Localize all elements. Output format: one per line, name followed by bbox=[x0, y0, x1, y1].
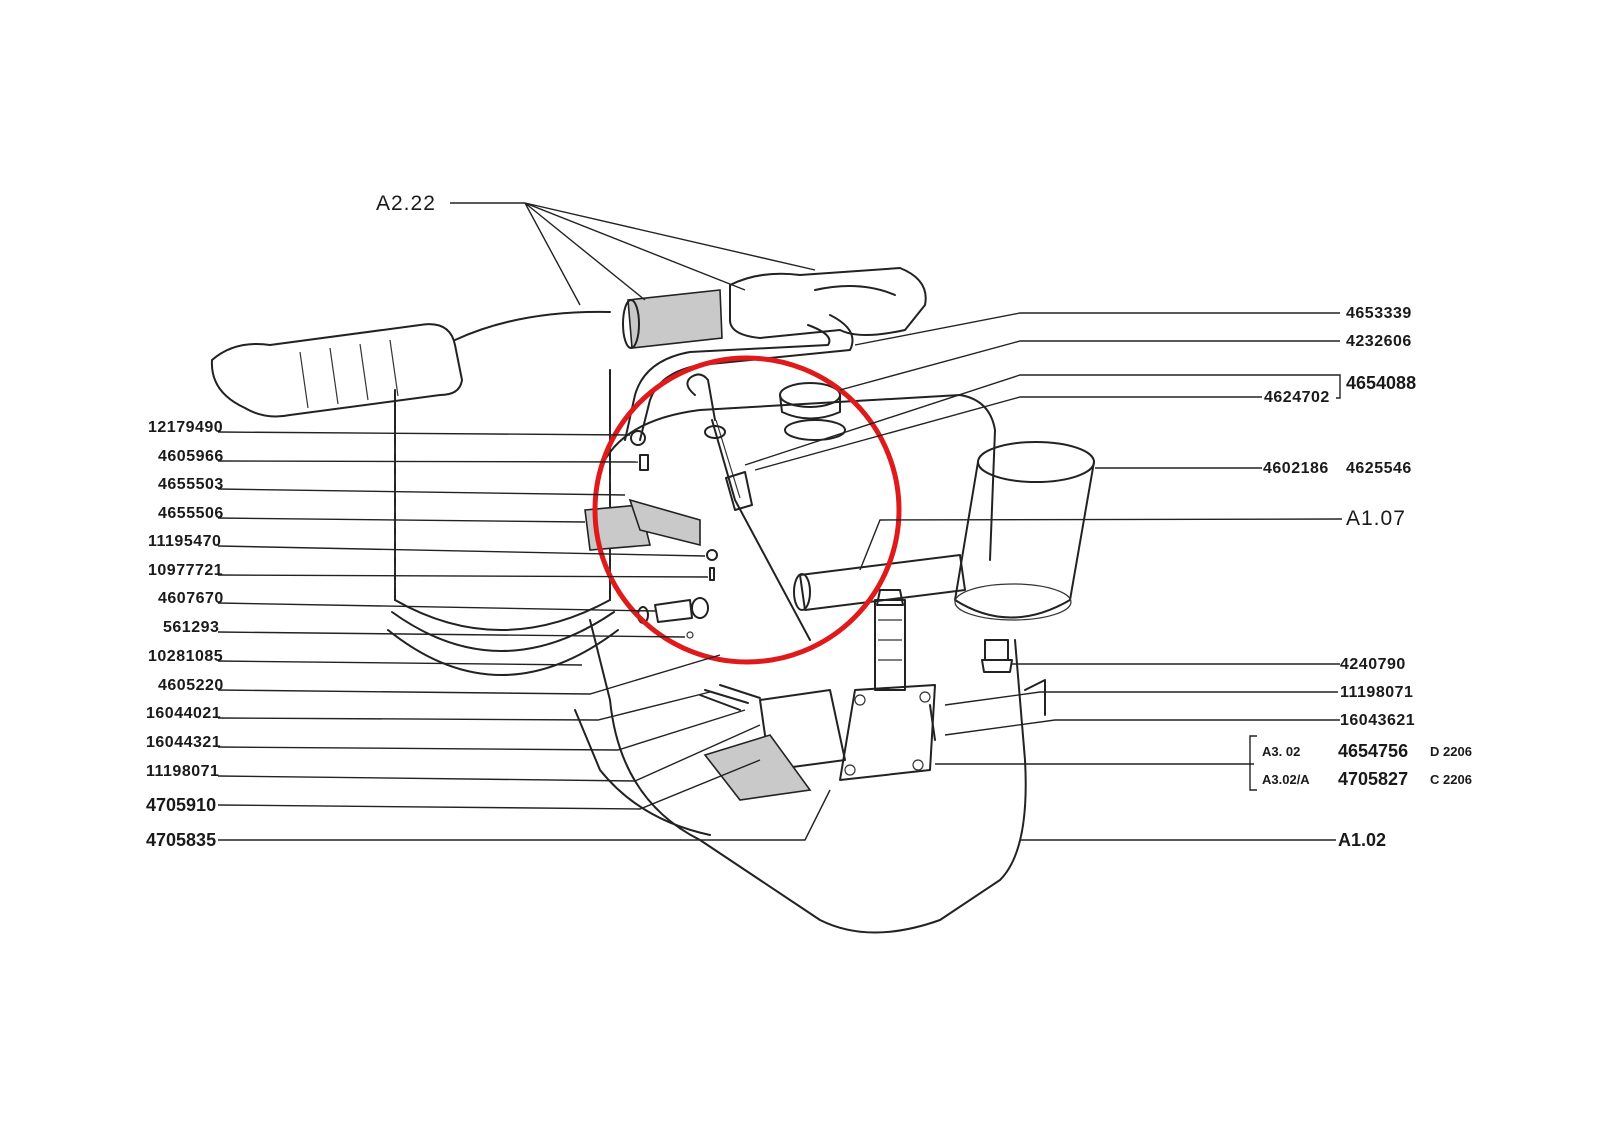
variant-code-1: D 2206 bbox=[1430, 744, 1472, 759]
right-part-labels: 4653339 4232606 4624702 4654088 4602186 … bbox=[1263, 305, 1416, 729]
part-label-left-4: 4655506 bbox=[158, 505, 224, 522]
variant-part-1: 4654756 bbox=[1338, 741, 1408, 761]
left-part-labels: 12179490 4605966 4655503 4655506 1119547… bbox=[146, 419, 224, 850]
part-label-left-7: 4607670 bbox=[158, 590, 224, 607]
callout-labels: A2.22 A1.07 A1.02 bbox=[376, 192, 1406, 850]
part-label-left-10: 4605220 bbox=[158, 677, 224, 694]
part-label-right-5: 4240790 bbox=[1340, 656, 1406, 673]
part-label-left-6: 10977721 bbox=[148, 562, 223, 579]
variant-ref-1: A3. 02 bbox=[1262, 744, 1300, 759]
part-label-left-14: 4705910 bbox=[146, 795, 216, 815]
part-label-left-13: 11198071 bbox=[146, 763, 219, 780]
part-label-right-3b: 4654088 bbox=[1346, 373, 1416, 393]
engine-drawing bbox=[210, 267, 1095, 934]
part-label-right-3a: 4624702 bbox=[1264, 389, 1330, 406]
variant-ref-2: A3.02/A bbox=[1262, 772, 1310, 787]
part-label-left-2: 4605966 bbox=[158, 448, 224, 465]
callout-a102: A1.02 bbox=[1338, 830, 1386, 850]
callout-a222: A2.22 bbox=[376, 192, 436, 215]
part-label-right-1: 4653339 bbox=[1346, 305, 1412, 322]
part-label-right-4b: 4625546 bbox=[1346, 460, 1412, 477]
part-label-left-11: 16044021 bbox=[146, 705, 221, 722]
variant-code-2: C 2206 bbox=[1430, 772, 1472, 787]
variant-part-2: 4705827 bbox=[1338, 769, 1408, 789]
callout-a107: A1.07 bbox=[1346, 507, 1406, 530]
part-label-right-7: 16043621 bbox=[1340, 712, 1415, 729]
pump-variant-table: A3. 02 4654756 D 2206 A3.02/A 4705827 C … bbox=[1262, 741, 1472, 789]
part-label-left-12: 16044321 bbox=[146, 734, 221, 751]
part-label-right-6: 11198071 bbox=[1340, 684, 1413, 701]
part-label-left-1: 12179490 bbox=[148, 419, 223, 436]
part-label-left-3: 4655503 bbox=[158, 476, 224, 493]
part-label-left-8: 561293 bbox=[163, 619, 219, 636]
part-label-right-4a: 4602186 bbox=[1263, 460, 1329, 477]
part-label-left-15: 4705835 bbox=[146, 830, 216, 850]
leader-lines bbox=[217, 202, 1343, 841]
dipstick-highlight-circle bbox=[592, 355, 902, 665]
part-label-left-5: 11195470 bbox=[148, 533, 221, 550]
part-label-left-9: 10281085 bbox=[148, 648, 223, 665]
part-label-right-2: 4232606 bbox=[1346, 333, 1412, 350]
